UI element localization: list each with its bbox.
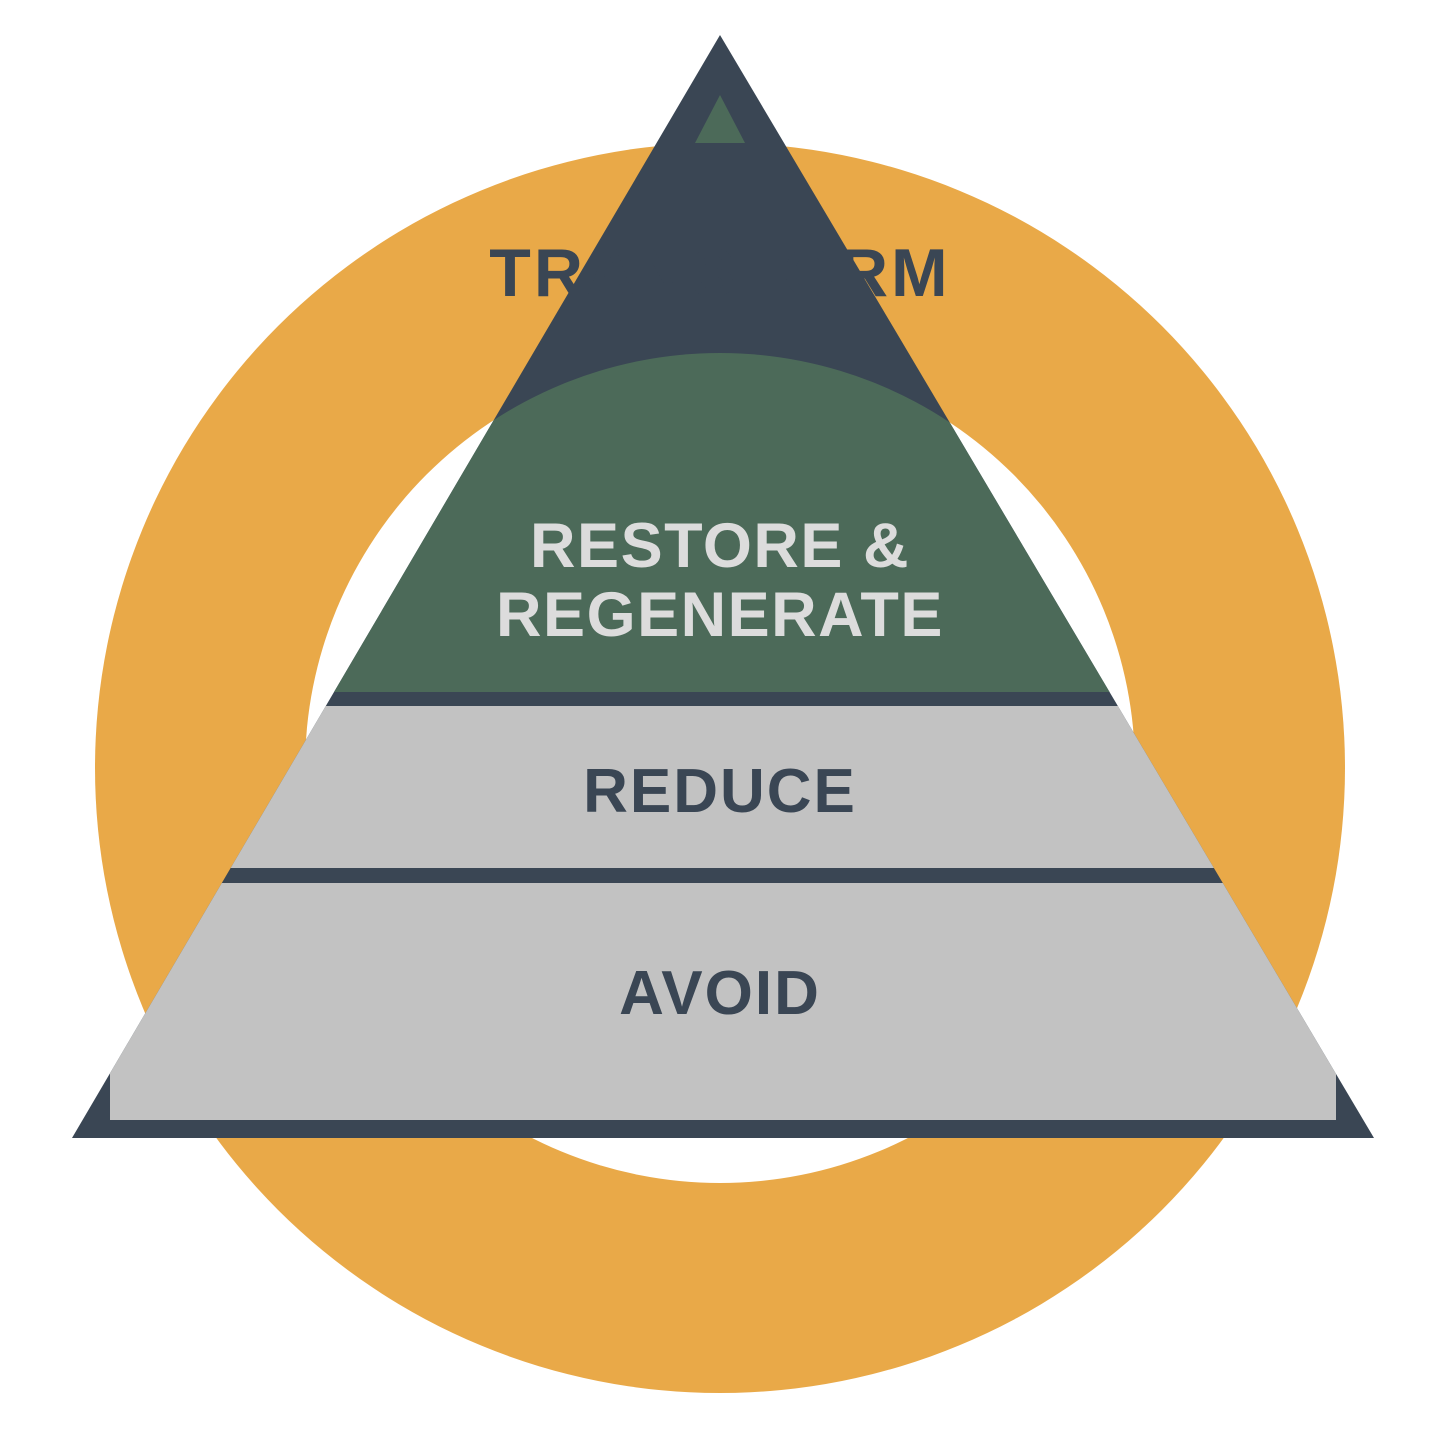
pyramid-apex-sliver — [695, 95, 745, 143]
label-restore-line2: REGENERATE — [496, 580, 944, 650]
pyramid-level-reduce — [110, 706, 1336, 868]
avoid-band-fill — [110, 883, 1336, 1120]
reduce-band-fill — [110, 706, 1336, 868]
label-restore-line1: RESTORE & — [530, 511, 910, 581]
label-reduce: REDUCE — [583, 757, 857, 826]
label-avoid: AVOID — [619, 959, 821, 1028]
label-transform: TRANSFORM — [489, 235, 950, 311]
apex-green-sliver — [695, 95, 745, 143]
pyramid-level-avoid — [110, 883, 1336, 1120]
